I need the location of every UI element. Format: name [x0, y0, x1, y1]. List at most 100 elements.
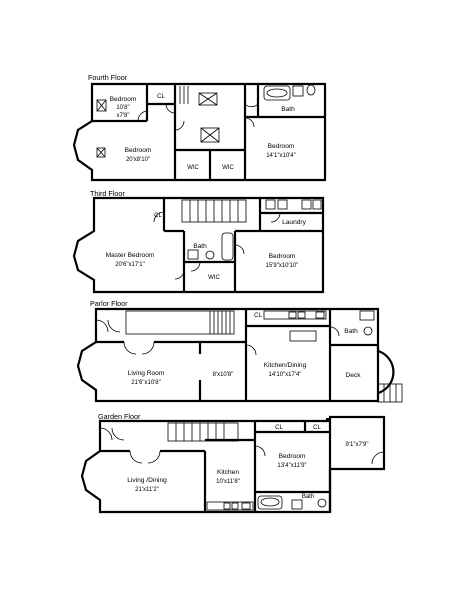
door-swing [244, 103, 259, 108]
door-swing [234, 244, 245, 255]
door-swing [174, 120, 185, 131]
door-swing [95, 319, 109, 333]
toilet-icon [363, 326, 373, 336]
room-label: Living Room [128, 370, 165, 377]
stair-icon [167, 422, 239, 442]
sink-icon [292, 85, 304, 97]
room-label: Kitchen [217, 469, 239, 476]
room-label: Bedroom [269, 253, 296, 260]
third-floor-title: Third Floor [90, 189, 125, 198]
room-dims: 15'9"x10'10" [266, 263, 299, 269]
third-floor: Third Floor CL Laundry [72, 189, 325, 294]
sink-icon [241, 502, 251, 510]
stove-icon [223, 502, 231, 510]
door-swing [107, 319, 121, 333]
sink-icon [187, 249, 199, 260]
sink-icon [315, 311, 325, 319]
room-dims: 20'x8'10" [126, 157, 150, 163]
door-swing [123, 341, 137, 355]
closet-label: WIC [222, 165, 234, 171]
door-swing [254, 445, 266, 457]
room-label: Bedroom [110, 96, 137, 103]
room-dims: 10'8" [116, 105, 129, 111]
garden-floor-title: Garden Floor [98, 412, 141, 421]
fourth-floor-outline [72, 82, 327, 182]
stair-icon [125, 310, 235, 335]
skylight-icon [96, 99, 107, 112]
fourth-floor: Fourth Floor [72, 73, 327, 182]
stair-icon [181, 199, 247, 223]
garden-floor-outline [80, 415, 386, 514]
washer-icon [265, 199, 276, 210]
post-icon [326, 418, 330, 422]
bathtub-basin [260, 497, 280, 507]
room-label: Bath [344, 328, 358, 335]
closet-label: CL [154, 213, 162, 219]
stair-icon [179, 86, 189, 104]
deck-bay [376, 346, 395, 395]
door-swing [190, 261, 201, 272]
sink-icon [312, 199, 322, 210]
door-swing [153, 211, 165, 223]
room-label: Bath [302, 494, 314, 500]
door-swing [174, 269, 185, 280]
room-dims: 8'x10'8" [213, 372, 234, 378]
room-label: Deck [345, 372, 361, 379]
room-label: Bedroom [125, 147, 152, 154]
room-label: Bath [281, 106, 295, 113]
parlor-floor-outline [76, 307, 380, 403]
room-label: Master Bedroom [106, 252, 155, 259]
room-dims: 21'6"x10'8" [131, 380, 161, 386]
stove-icon [288, 311, 297, 319]
closet-label: CL [254, 313, 262, 319]
stove-icon [297, 311, 306, 319]
door-swing [147, 450, 161, 464]
parlor-floor: Parlor Floor [76, 299, 403, 403]
closet-label: WIC [208, 275, 220, 281]
room-dims: 14'1"x10'4" [266, 153, 296, 159]
toilet-icon [317, 498, 327, 508]
bathtub-basin [266, 88, 288, 98]
room-label: Bedroom [268, 143, 295, 150]
toilet-icon [205, 250, 215, 260]
door-swing [270, 212, 281, 223]
room-dims: x7'8" [117, 113, 130, 119]
dryer-icon [277, 199, 288, 210]
door-swing [141, 341, 155, 355]
door-swing [165, 103, 176, 114]
parlor-floor-title: Parlor Floor [90, 299, 128, 308]
room-dims: 13'4"x11'9" [277, 463, 306, 469]
door-swing [244, 117, 255, 128]
room-dims: 14'10"x17'4" [269, 372, 302, 378]
closet-label: CL [157, 94, 165, 100]
door-swing [329, 326, 340, 337]
door-swing [245, 344, 257, 356]
kitchen-island [289, 330, 317, 342]
fourth-floor-title: Fourth Floor [88, 73, 128, 82]
skylight-icon [198, 92, 218, 106]
door-swing [111, 427, 125, 441]
sink-icon [291, 499, 303, 510]
skylight-icon [96, 147, 106, 158]
door-swing [371, 451, 385, 465]
door-swing [137, 110, 148, 122]
room-label: Bedroom [279, 453, 306, 460]
closet-label: WIC [187, 165, 199, 171]
toilet-icon [306, 84, 316, 96]
room-dims: 20'6"x17'1" [115, 262, 145, 268]
skylight-icon [200, 127, 220, 143]
closet-label: CL [313, 425, 321, 431]
bathtub-icon [221, 232, 234, 261]
room-label: Kitchen/Dining [264, 362, 307, 369]
room-label: Living /Dining [127, 477, 167, 484]
door-swing [99, 427, 113, 441]
room-dims: 21'x11'2" [135, 487, 159, 493]
door-swing [129, 450, 143, 464]
sink-icon [359, 310, 375, 321]
room-label: Laundry [282, 219, 307, 226]
closet-label: CL [275, 425, 283, 431]
sink-icon [301, 199, 312, 210]
garden-floor: Garden Floor [80, 412, 386, 514]
room-dims: 10'x11'8" [216, 479, 240, 485]
